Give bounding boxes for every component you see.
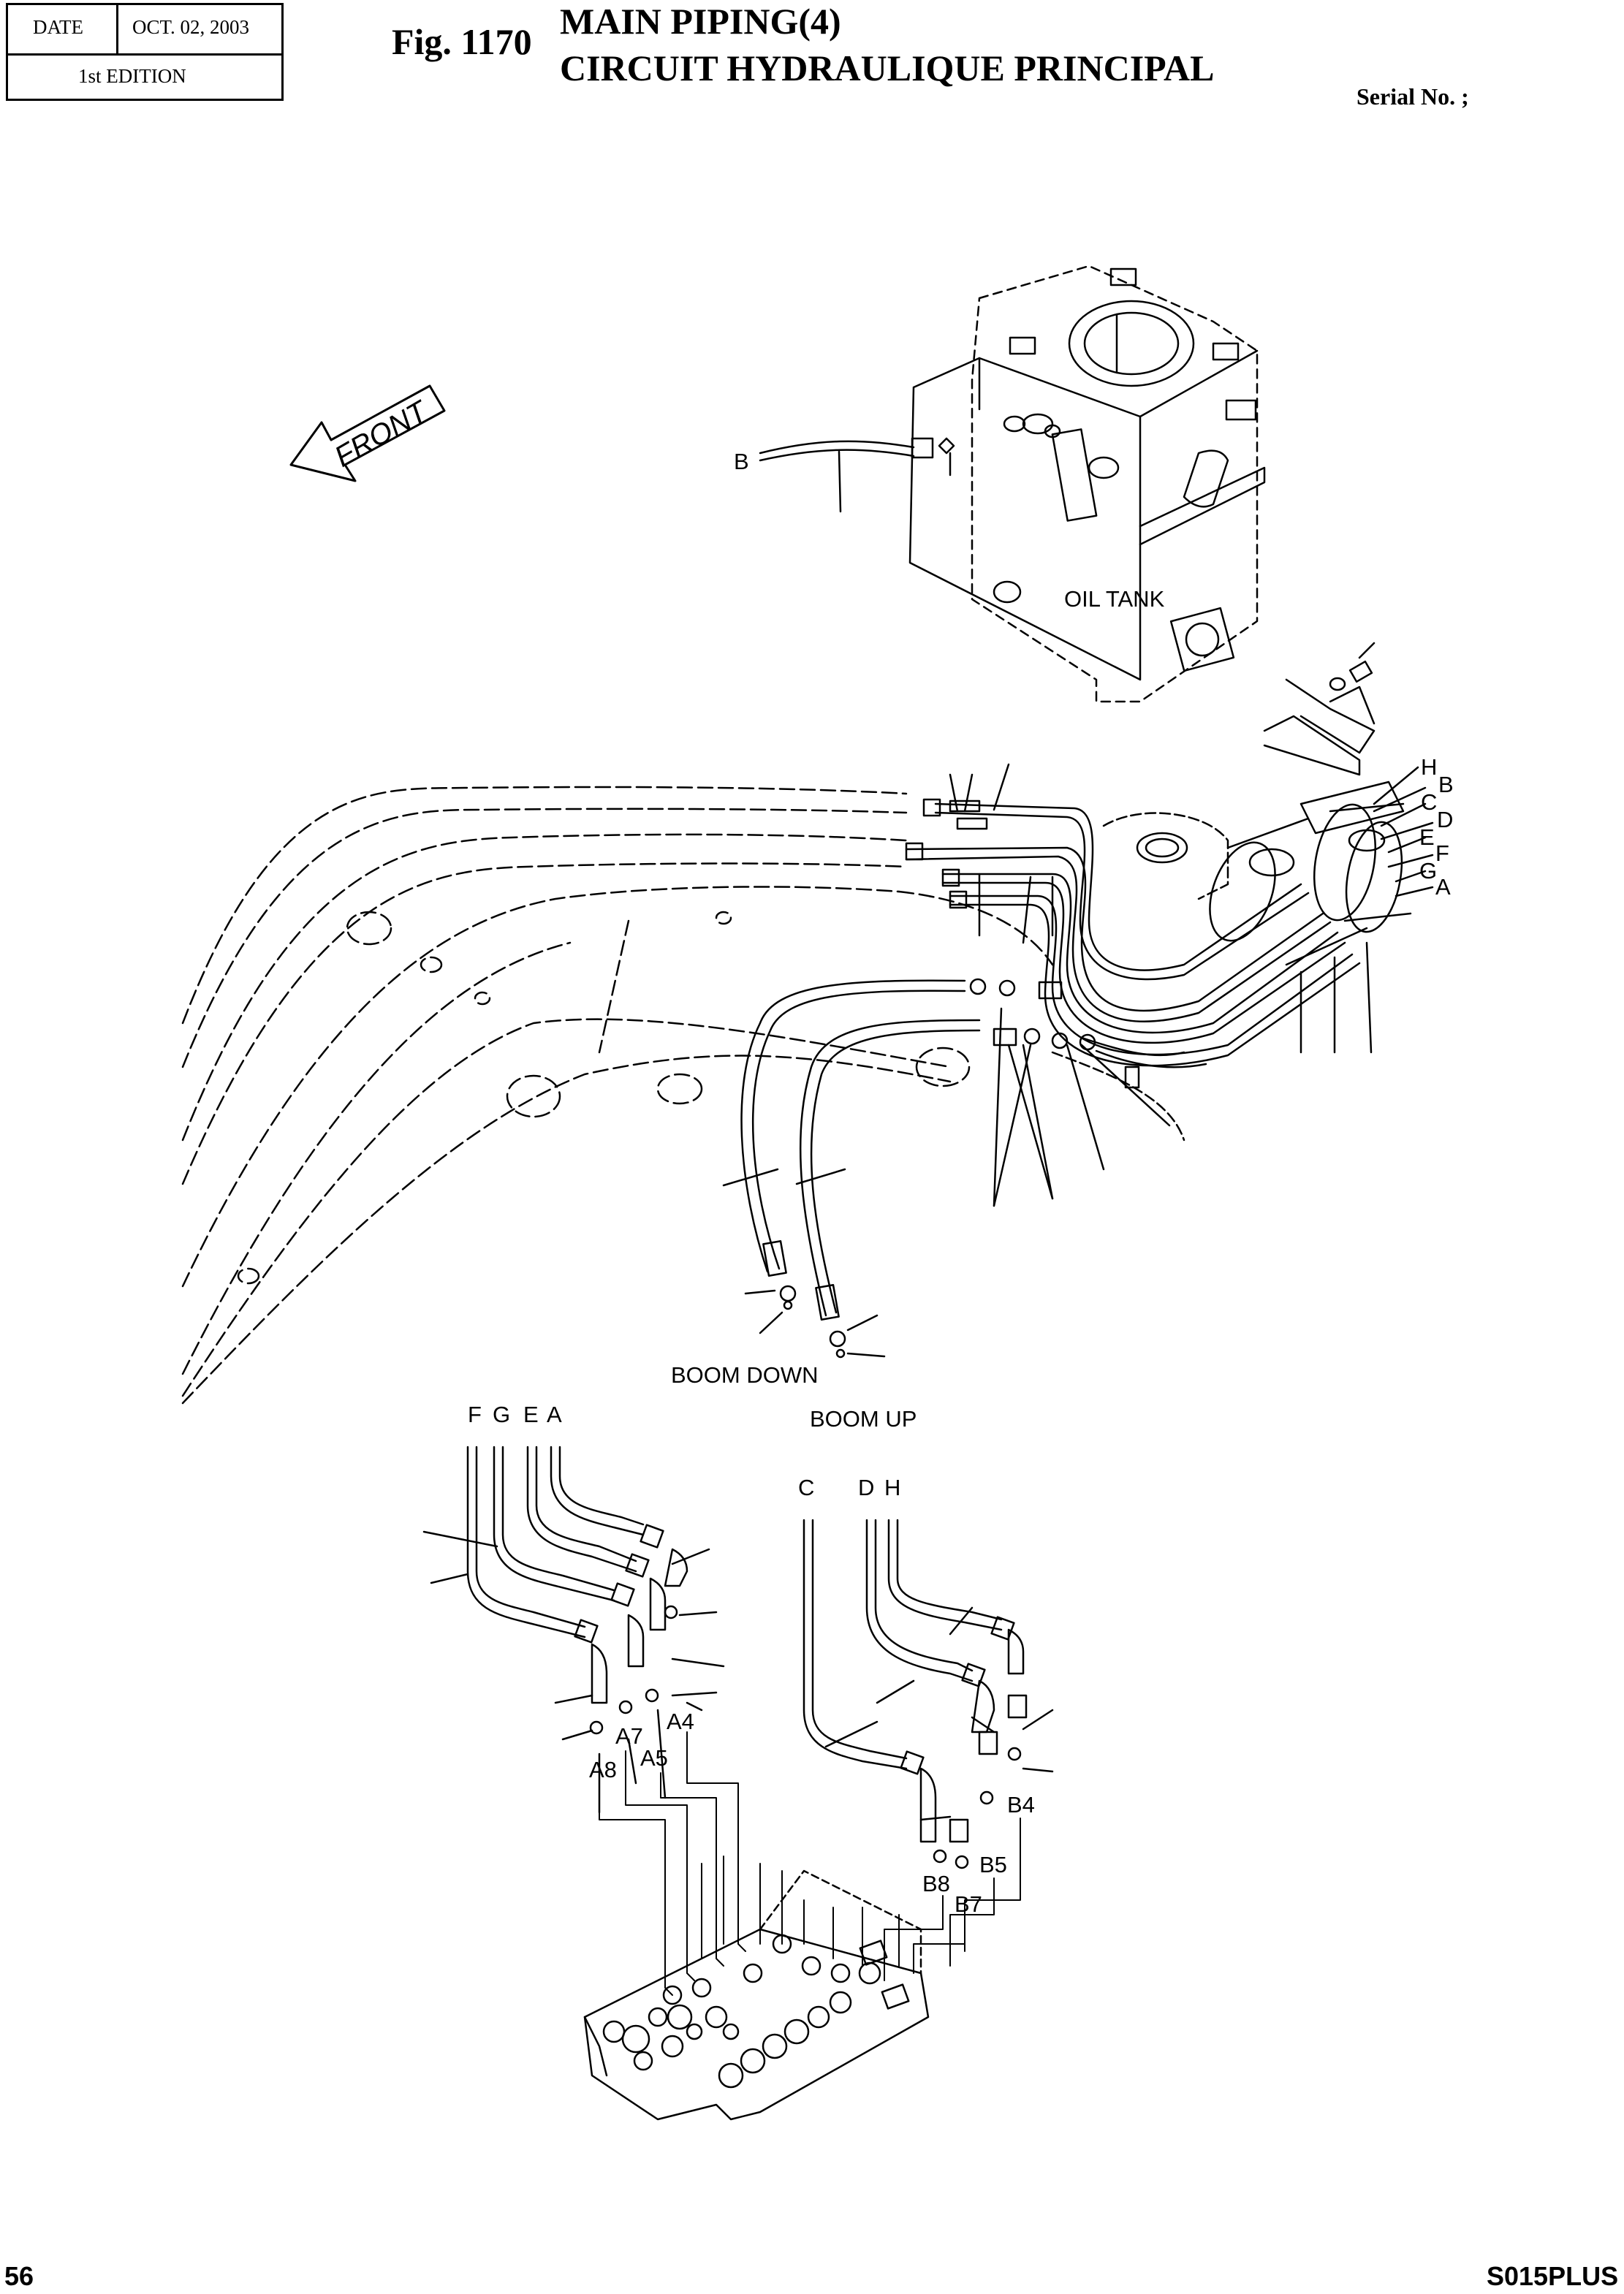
return-hose-b: B [734, 437, 955, 513]
boom-outline [181, 786, 1054, 1405]
front-label: FRONT [330, 395, 435, 474]
lower-hoses-left: F G E A A4 A7 A5 A8 [422, 1402, 725, 1814]
hose-letter-e: E [1419, 824, 1435, 850]
port-label-a4: A4 [667, 1709, 694, 1734]
port-label-b5: B5 [979, 1852, 1007, 1877]
date-value: OCT. 02, 2003 [132, 16, 249, 38]
model-code: S015PLUS [1487, 2261, 1619, 2291]
hose-letter-c-lower: C [798, 1475, 814, 1500]
port-label-b7: B7 [955, 1891, 982, 1917]
edition-box: DATE OCT. 02, 2003 1st EDITION [6, 3, 284, 101]
control-valve [583, 1869, 930, 2121]
title-english: MAIN PIPING(4) [560, 1, 841, 42]
date-label: DATE [33, 16, 83, 38]
oil-tank-label: OIL TANK [1064, 586, 1165, 612]
hose-letter-h-lower: H [884, 1475, 900, 1500]
oil-tank: OIL TANK [908, 265, 1266, 703]
hose-letter-g: G [1419, 858, 1437, 884]
hose-letter-b: B [1438, 772, 1454, 797]
hose-bundle [905, 763, 1434, 1207]
port-label-b4: B4 [1007, 1792, 1035, 1818]
front-arrow: FRONT [289, 384, 446, 482]
edition-label: 1st EDITION [78, 65, 186, 87]
hose-letter-f-lower: F [468, 1402, 482, 1427]
date-row [8, 5, 281, 56]
hose-letter-d-lower: D [858, 1475, 874, 1500]
port-label-a8: A8 [589, 1757, 617, 1782]
lower-hoses-right: C D H B4 B5 B8 B7 [798, 1475, 1054, 1917]
hose-letter-d: D [1437, 807, 1453, 832]
boom-up-label: BOOM UP [810, 1406, 917, 1432]
figure-number: Fig. 1170 [392, 21, 532, 62]
title-french: CIRCUIT HYDRAULIQUE PRINCIPAL [560, 48, 1215, 88]
hose-letter-e-lower: E [523, 1402, 539, 1427]
port-label-a7: A7 [615, 1723, 643, 1749]
date-divider [116, 5, 118, 53]
boom-down-label: BOOM DOWN [671, 1362, 819, 1388]
port-label-a5: A5 [640, 1745, 668, 1771]
hose-letter-b-top: B [734, 449, 749, 474]
hose-letter-a-lower: A [547, 1402, 562, 1427]
hose-letter-c: C [1421, 789, 1437, 815]
boom-hoses: BOOM DOWN BOOM UP [671, 979, 981, 1432]
clamp-assembly [1263, 642, 1376, 776]
hose-letter-h: H [1421, 754, 1437, 780]
hose-letter-f: F [1435, 840, 1449, 866]
swing-bracket [1051, 812, 1229, 1142]
page-number: 56 [4, 2261, 34, 2291]
serial-number: Serial No. ; [1357, 83, 1469, 110]
hose-letter-a: A [1435, 874, 1451, 900]
port-label-b8: B8 [922, 1871, 950, 1896]
hose-letter-g-lower: G [493, 1402, 510, 1427]
